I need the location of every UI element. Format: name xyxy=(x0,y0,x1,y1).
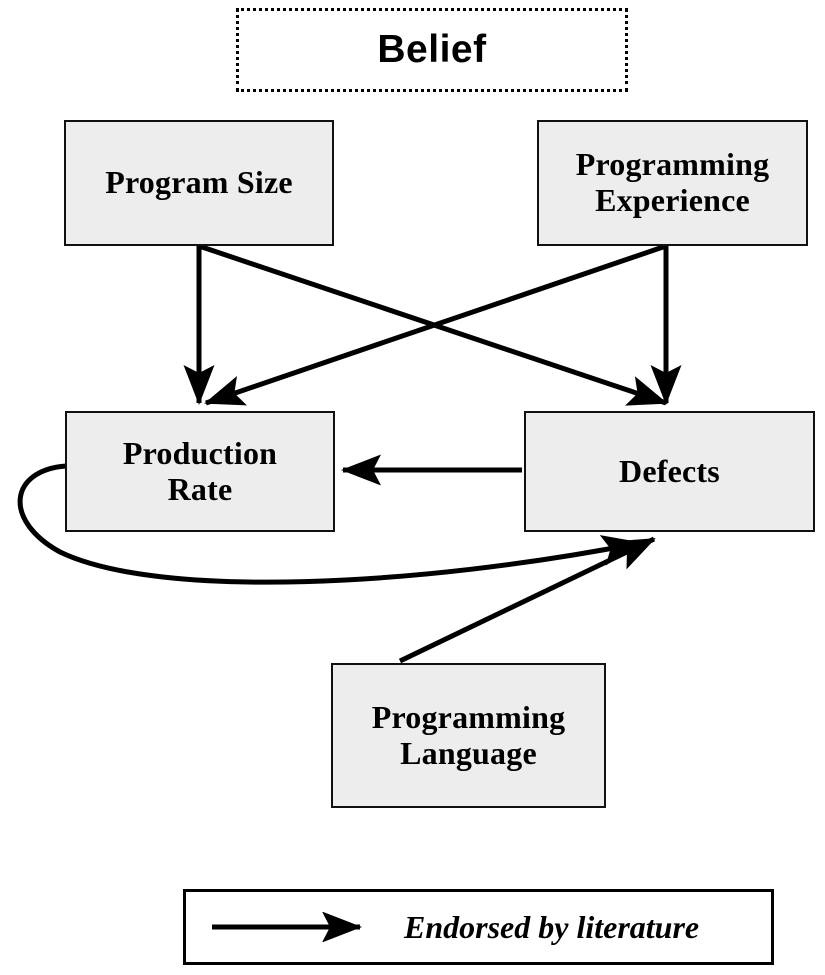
edge-programming-experience-to-production-rate xyxy=(204,243,667,406)
node-programming-language-line1: Programming xyxy=(371,698,566,735)
node-production-rate-line2: Rate xyxy=(167,470,233,507)
legend-arrow-icon xyxy=(212,912,363,942)
node-programming-language-line2: Language xyxy=(400,734,537,771)
edge-program-size-to-defects xyxy=(198,243,668,406)
legend-label: Endorsed by literature xyxy=(404,908,700,945)
node-programming-experience-label: Programming Experience xyxy=(575,146,770,219)
node-programming-experience[interactable]: Programming Experience xyxy=(537,120,808,246)
node-production-rate[interactable]: Production Rate xyxy=(65,411,335,532)
node-defects-label: Defects xyxy=(619,452,720,489)
node-programming-experience-line2: Experience xyxy=(595,182,750,218)
legend-box: Endorsed by literature xyxy=(183,889,774,965)
node-defects[interactable]: Defects xyxy=(524,411,815,532)
node-program-size[interactable]: Program Size xyxy=(64,120,334,246)
edge-programming-language-to-defects xyxy=(398,536,656,664)
node-programming-language[interactable]: Programming Language xyxy=(331,663,606,808)
node-program-size-label: Program Size xyxy=(105,164,293,201)
node-programming-experience-line1: Programming xyxy=(575,146,770,183)
belief-header-box: Belief xyxy=(236,8,628,92)
node-production-rate-label: Production Rate xyxy=(122,434,278,508)
node-production-rate-line1: Production xyxy=(122,434,278,471)
page-title: Belief xyxy=(377,28,487,71)
node-programming-language-label: Programming Language xyxy=(371,698,566,772)
